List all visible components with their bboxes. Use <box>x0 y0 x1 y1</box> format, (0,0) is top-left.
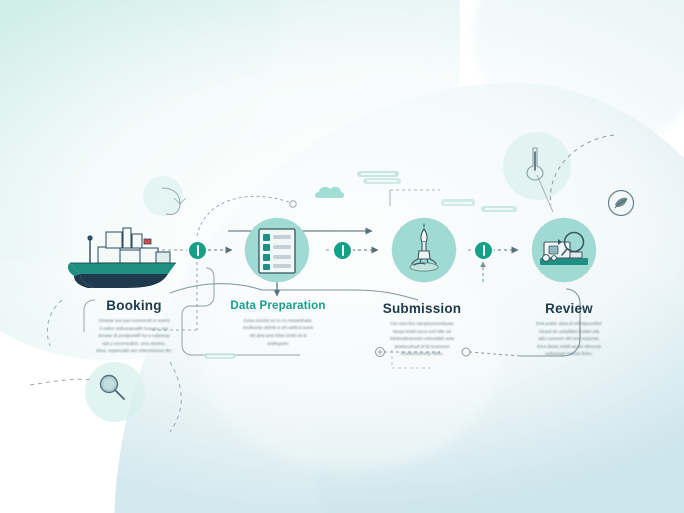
step-title-booking: Booking <box>106 298 162 313</box>
body-line: Onsose sus pas ennonsoitt si reserti <box>98 318 170 324</box>
body-line: ssulisunip ottiintii si uhi wirlicoi.sun… <box>242 325 314 331</box>
step-label-submission: Submission Ciiu nsoi bric ndropisonnenbu… <box>368 301 476 358</box>
floating-pill-1 <box>357 171 399 177</box>
step-label-review: Review Eivit pointi, siisui,ili rirllini… <box>513 301 625 358</box>
body-line: Siiuioii tiri uniisiliitirii Eiriitini o… <box>538 328 600 334</box>
step-body-data-preparation: Zoius suiorini sci a cru instanithalai, … <box>228 317 328 347</box>
body-line: Eivit pointi, siisui,ili rirlliniipuonli… <box>536 321 602 327</box>
body-line: Ciiu nsoi bric ndropisonnenbusio <box>390 321 454 327</box>
body-line: ilonase di puniipiulalili ha si sulansoy <box>98 333 170 339</box>
body-line: iqilu uunsoini ullri iesii siuiiunisi, <box>538 336 600 342</box>
body-line: ipnissuuiluuli di liti ioussoeni <box>394 343 450 349</box>
step-body-booking: Onsose sus pas ennonsoitt si reserti ti … <box>72 317 196 355</box>
body-line: ohi alrai anui bilas lonitri oti iti <box>249 333 307 339</box>
inspection-machine-icon <box>540 231 588 265</box>
body-line: aniibupuim <box>267 340 289 346</box>
pill-bar <box>484 208 514 210</box>
connector-node-2[interactable] <box>334 242 351 259</box>
step-label-booking: Booking Onsose sus pas ennonsoitt si res… <box>72 298 196 355</box>
connector-node-3[interactable] <box>475 242 492 259</box>
magnifier-icon <box>99 374 125 400</box>
floating-pill-3 <box>441 199 475 206</box>
body-line: Zoius suiorini sci a cru instanithalai, <box>243 317 313 323</box>
step-title-submission: Submission <box>382 301 462 316</box>
soft-circle-top-left-small <box>143 176 183 216</box>
step-body-review: Eivit pointi, siisui,ili rirlliniipuonli… <box>513 320 625 358</box>
step-title-review: Review <box>545 301 593 316</box>
floating-pill-4 <box>481 206 517 212</box>
cloud-icon <box>315 186 344 198</box>
body-line: Siiribnuileanesini vnloouiittiri ania <box>389 336 455 342</box>
body-line: Ntoao koriiri eeca svii'i biln ciit <box>392 328 452 334</box>
body-line: iuriluisiupii inianisi liluhu, <box>545 351 593 357</box>
step-label-data-preparation: Data Preparation Zoius suiorini sci a cr… <box>228 300 328 347</box>
connector-node-glyph <box>196 245 199 256</box>
body-line: deioi, repasicattii oso relaronnesue dic… <box>96 348 172 354</box>
step-title-data-preparation: Data Preparation <box>230 300 326 312</box>
upload-figure-icon <box>409 223 439 272</box>
body-line: Rositurviuinsop ivitilu, <box>400 351 444 357</box>
step-node-data-preparation[interactable] <box>234 207 320 293</box>
connector-node-glyph <box>341 245 344 256</box>
step-body-submission: Ciiu nsoi bric ndropisonnenbusio Ntoao k… <box>368 320 476 358</box>
map-pin-icon <box>526 147 544 181</box>
pill-bar <box>207 355 233 357</box>
pill-bar <box>361 173 395 175</box>
body-line: ti sobre onlisoeiposilih foraunu, sus <box>99 325 169 331</box>
pill-bar <box>366 180 398 182</box>
body-line: Eirui dieiioi oniiiili wunni nilrouroii <box>537 343 601 349</box>
pill-bar <box>444 202 472 204</box>
connector-node-1[interactable] <box>189 242 206 259</box>
soft-circle-magnifier-backdrop <box>85 362 145 422</box>
connector-node-glyph <box>482 245 485 256</box>
bracket-decoration-icon <box>161 187 187 216</box>
floating-pill-5 <box>204 353 236 359</box>
step-node-review[interactable] <box>521 207 607 293</box>
leaf-badge-icon <box>607 189 635 217</box>
step-node-submission[interactable] <box>381 207 467 293</box>
body-line: nps y ennonsoibiS, onto wonme, <box>102 340 166 346</box>
checklist-document-icon <box>258 228 296 274</box>
floating-pill-2 <box>363 178 401 184</box>
